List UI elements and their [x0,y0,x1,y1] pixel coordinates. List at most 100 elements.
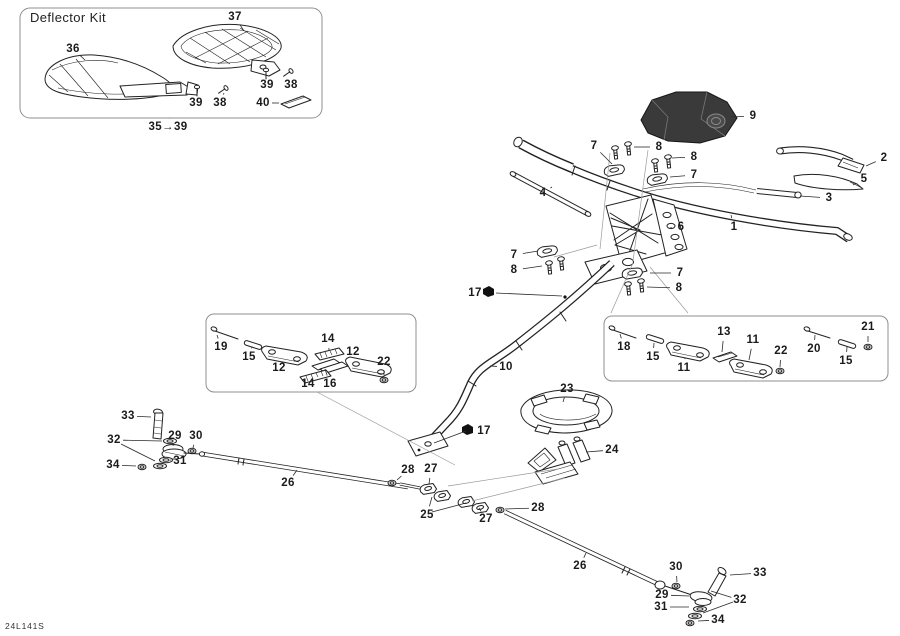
callout-20: 20 [807,343,821,355]
leader-line [600,152,613,165]
leader-line [121,464,137,467]
leader-line [852,182,857,186]
leader-line [585,450,604,453]
callout-27: 27 [424,463,438,475]
callout-11: 11 [677,362,691,374]
callout-23: 23 [560,383,574,395]
callout-8: 8 [675,282,683,294]
callout-22: 22 [377,356,391,368]
callout-35-39: 35→39 [148,121,188,133]
part-3-grip-heater [642,182,802,199]
callout-4: 4 [539,187,547,199]
callout-12: 12 [272,362,286,374]
callout-33: 33 [121,410,135,422]
leader-line [721,340,724,353]
callout-16: 16 [323,378,337,390]
callout-8: 8 [690,151,698,163]
callout-28: 28 [531,502,545,514]
callout-22: 22 [774,345,788,357]
inset-box-left [205,313,417,393]
callout-15: 15 [646,351,660,363]
callout-8: 8 [510,264,518,276]
part-40-plate [280,95,312,109]
callout-15: 15 [839,355,853,367]
callout-38: 38 [213,97,227,109]
callout-30: 30 [189,430,203,442]
assembly-connection-lines [316,149,689,502]
leader-line [710,590,732,598]
callout-3: 3 [825,192,833,204]
part-10-steering-column [407,260,615,457]
leader-line [669,175,686,178]
callout-9: 9 [749,110,757,122]
callout-28: 28 [401,464,415,476]
callout-12: 12 [346,346,360,358]
callout-7: 7 [510,249,518,261]
leader-line [522,265,543,270]
callout-17: 17 [477,425,491,437]
callout-31: 31 [173,455,187,467]
extra-leader-lines [120,292,734,614]
leader-line [216,334,219,339]
callout-40: 40 [256,97,270,109]
callout-2: 2 [880,152,888,164]
leader-line [799,195,821,198]
leader-line [522,250,539,254]
callout-1: 1 [730,221,738,233]
part-36-handguard [44,54,199,100]
callout-32: 32 [107,434,121,446]
callout-6: 6 [677,221,685,233]
callout-37: 37 [228,11,242,23]
callout-29: 29 [655,589,669,601]
callout-30: 30 [669,561,683,573]
callout-8: 8 [655,141,663,153]
callout-15: 15 [242,351,256,363]
callout-19: 19 [214,341,228,353]
callout-17: 17 [468,287,482,299]
part-26-tie-rod-right [504,509,659,587]
callout-13: 13 [717,326,731,338]
leader-line [428,477,431,485]
leader-line [730,116,745,118]
leader-line [748,348,752,361]
callout-38: 38 [284,79,298,91]
leader-line [619,333,622,339]
part-11-bracket-a [666,341,710,362]
leader-line [396,475,402,481]
part-33-bolt-left [152,408,164,440]
leader-line [729,573,752,576]
part-18-bolt [608,325,637,339]
callout-26: 26 [573,560,587,572]
leader-line [670,594,690,597]
part-2-handle-grip [776,146,865,174]
callout-5: 5 [860,173,868,185]
leader-line [192,444,195,449]
steering-clamp-parts [387,479,505,516]
part-23-plate [520,389,613,435]
leader-line [697,620,710,622]
callout-11: 11 [746,334,760,346]
callout-21: 21 [861,321,875,333]
callout-34: 34 [106,459,120,471]
leader-line [583,552,587,558]
callout-10: 10 [499,361,513,373]
part-14-plate-a [314,347,345,361]
drawing-code: 24L141S [5,621,45,631]
leader-line [562,397,565,403]
leader-line [136,415,152,418]
leader-line [550,186,553,189]
deflector-kit-box [19,7,323,119]
inset-box-right [603,315,889,382]
part-5-deflector-piece [793,173,864,191]
callout-36: 36 [66,43,80,55]
callout-29: 29 [168,430,182,442]
callout-7: 7 [590,140,598,152]
leader-line [504,507,530,510]
callout-24: 24 [605,444,619,456]
callout-26: 26 [281,477,295,489]
part-37-deflector [172,23,282,77]
callout-32: 32 [733,594,747,606]
leader-line [324,368,328,376]
